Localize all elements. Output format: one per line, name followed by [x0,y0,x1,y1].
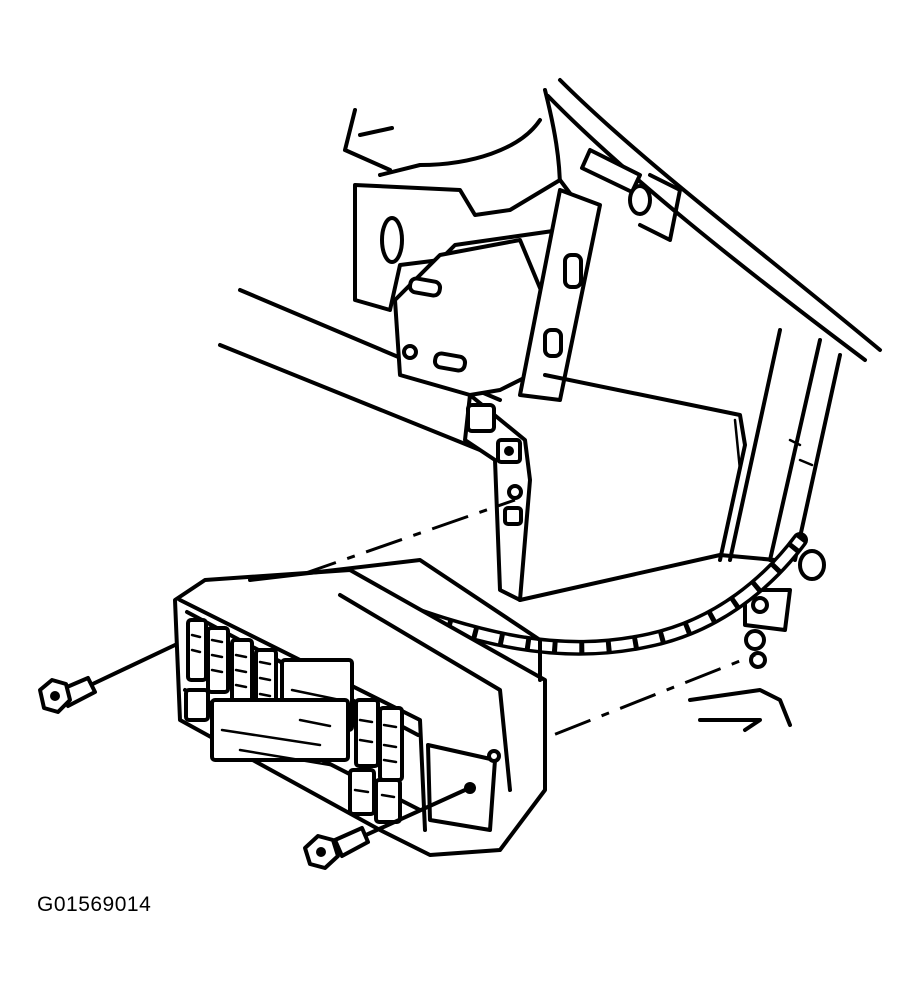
side-frame [518,328,842,732]
screw-upper [38,643,177,714]
mounting-bracket [353,148,682,602]
dash-panel [218,78,882,452]
figure-reference-code: G01569014 [37,893,152,916]
wiring-harness [367,532,808,656]
control-module [173,558,547,857]
screw-lower [303,788,467,870]
alignment-lines [299,498,756,762]
